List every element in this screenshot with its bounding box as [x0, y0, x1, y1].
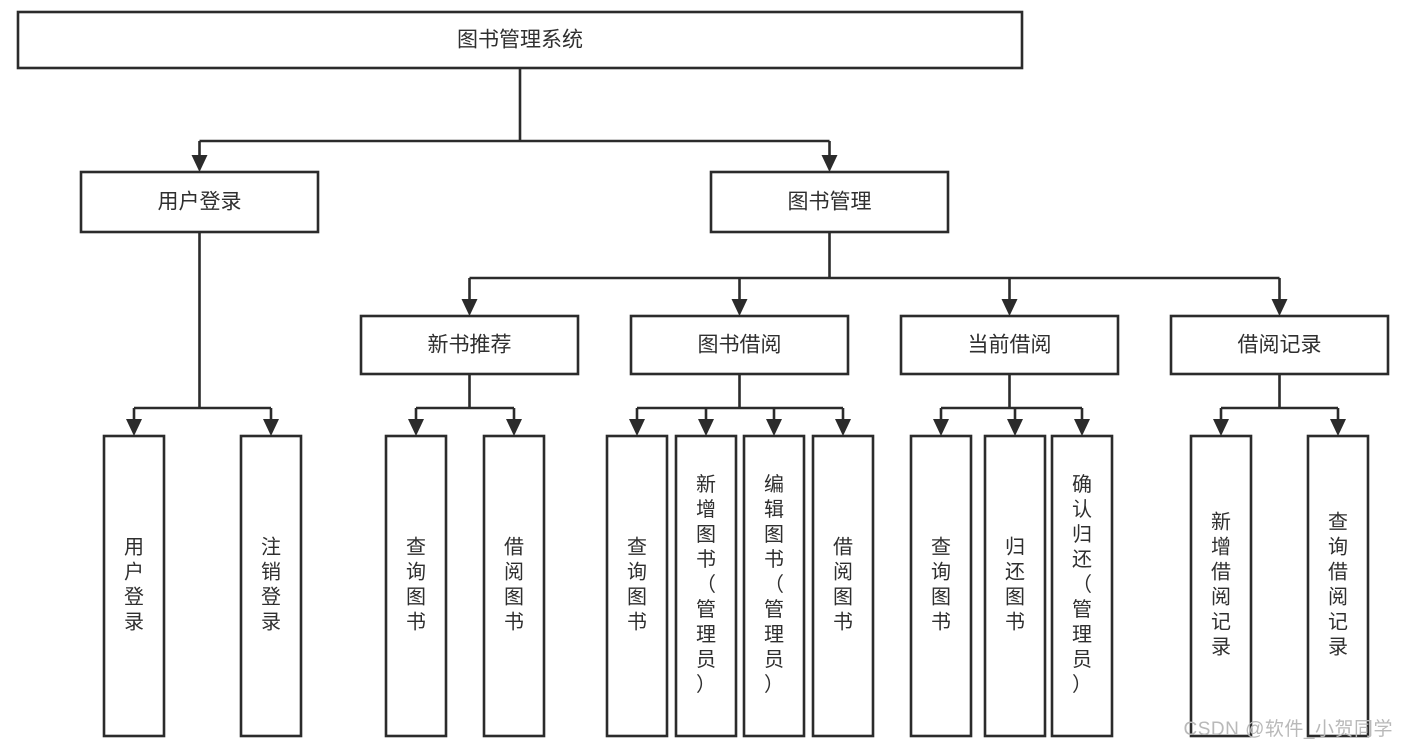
node-leaf-8-box[interactable] — [909, 434, 973, 738]
node-level3-3-label: 借阅记录 — [1238, 334, 1322, 357]
node-leaf-8-label: 查询图书 — [931, 536, 951, 634]
arrow-head-icon — [1213, 419, 1229, 436]
arrow-head-icon — [731, 299, 748, 316]
arrow-head-icon — [821, 155, 838, 172]
node-leaf-8[interactable]: 查询图书 — [909, 434, 973, 738]
node-leaf-1-label: 注销登录 — [261, 536, 281, 634]
node-leaf-6-label: 编辑图书（管理员） — [764, 473, 784, 696]
arrow-head-icon — [766, 419, 782, 436]
node-leaf-7[interactable]: 借阅图书 — [811, 434, 875, 738]
node-leaf-0-label: 用户登录 — [124, 537, 144, 634]
node-level2-0-label: 用户登录 — [158, 191, 242, 214]
node-leaf-7-box[interactable] — [811, 434, 875, 738]
node-level2-1-label: 图书管理 — [788, 191, 872, 214]
node-level2-0[interactable]: 用户登录 — [79, 170, 320, 234]
node-leaf-5[interactable]: 新增图书（管理员） — [674, 434, 738, 738]
connector-lines-layer — [126, 68, 1346, 436]
arrow-head-icon — [1330, 419, 1346, 436]
node-leaf-0-box[interactable] — [102, 434, 166, 738]
node-leaf-9-box[interactable] — [983, 434, 1047, 738]
node-leaf-10-label: 确认归还（管理员） — [1072, 473, 1092, 696]
node-leaf-9-label: 归还图书 — [1005, 536, 1025, 634]
node-leaf-4-label: 查询图书 — [627, 536, 647, 634]
arrow-head-icon — [506, 419, 522, 436]
arrow-head-icon — [191, 155, 208, 172]
node-leaf-10-box[interactable] — [1050, 434, 1114, 738]
node-leaf-11[interactable]: 新增借阅记录 — [1189, 434, 1253, 738]
node-leaf-9[interactable]: 归还图书 — [983, 434, 1047, 738]
node-level3-2-box[interactable] — [899, 314, 1120, 376]
arrow-head-icon — [835, 419, 851, 436]
node-root[interactable]: 图书管理系统 — [16, 10, 1024, 70]
node-leaf-2[interactable]: 查询图书 — [384, 434, 448, 738]
node-leaf-4[interactable]: 查询图书 — [605, 434, 669, 738]
arrow-head-icon — [629, 419, 645, 436]
node-leaf-10[interactable]: 确认归还（管理员） — [1050, 434, 1114, 738]
node-leaf-12-box[interactable] — [1306, 434, 1370, 738]
node-leaf-5-label: 新增图书（管理员） — [696, 473, 716, 696]
node-leaf-2-box[interactable] — [384, 434, 448, 738]
node-level3-1[interactable]: 图书借阅 — [629, 314, 850, 376]
node-leaf-5-box[interactable] — [674, 434, 738, 738]
arrow-head-icon — [263, 419, 279, 436]
node-leaf-6-box[interactable] — [742, 434, 806, 738]
arrow-head-icon — [126, 419, 142, 436]
arrow-head-icon — [1001, 299, 1018, 316]
arrow-head-icon — [698, 419, 714, 436]
node-leaf-3-label: 借阅图书 — [504, 536, 524, 634]
node-level3-2-label: 当前借阅 — [968, 334, 1052, 357]
node-leaf-1[interactable]: 注销登录 — [239, 434, 303, 738]
node-root-box[interactable] — [16, 10, 1024, 70]
node-leaf-12-label: 查询借阅记录 — [1328, 511, 1348, 659]
arrow-head-icon — [1007, 419, 1023, 436]
node-leaf-1-box[interactable] — [239, 434, 303, 738]
node-level3-1-label: 图书借阅 — [698, 334, 782, 357]
node-level3-0-box[interactable] — [359, 314, 580, 376]
node-leaf-6[interactable]: 编辑图书（管理员） — [742, 434, 806, 738]
node-leaf-3[interactable]: 借阅图书 — [482, 434, 546, 738]
node-leaf-11-box[interactable] — [1189, 434, 1253, 738]
node-level2-0-box[interactable] — [79, 170, 320, 234]
arrow-head-icon — [461, 299, 478, 316]
node-leaf-11-label: 新增借阅记录 — [1211, 511, 1231, 659]
node-leaf-4-box[interactable] — [605, 434, 669, 738]
node-level3-3-box[interactable] — [1169, 314, 1390, 376]
node-level2-1[interactable]: 图书管理 — [709, 170, 950, 234]
node-level3-0-label: 新书推荐 — [428, 334, 512, 357]
node-leaf-2-label: 查询图书 — [406, 536, 426, 634]
node-leaf-0[interactable]: 用户登录 — [102, 434, 166, 738]
arrow-head-icon — [1074, 419, 1090, 436]
node-root-label: 图书管理系统 — [457, 29, 583, 52]
node-leaf-3-box[interactable] — [482, 434, 546, 738]
node-boxes-layer: 图书管理系统用户登录图书管理新书推荐图书借阅当前借阅借阅记录用户登录注销登录查询… — [16, 10, 1390, 738]
node-level3-1-box[interactable] — [629, 314, 850, 376]
arrow-head-icon — [1271, 299, 1288, 316]
node-leaf-7-label: 借阅图书 — [833, 536, 853, 634]
node-level3-3[interactable]: 借阅记录 — [1169, 314, 1390, 376]
arrow-head-icon — [408, 419, 424, 436]
arrow-head-icon — [933, 419, 949, 436]
node-level2-1-box[interactable] — [709, 170, 950, 234]
node-level3-2[interactable]: 当前借阅 — [899, 314, 1120, 376]
node-leaf-12[interactable]: 查询借阅记录 — [1306, 434, 1370, 738]
node-level3-0[interactable]: 新书推荐 — [359, 314, 580, 376]
